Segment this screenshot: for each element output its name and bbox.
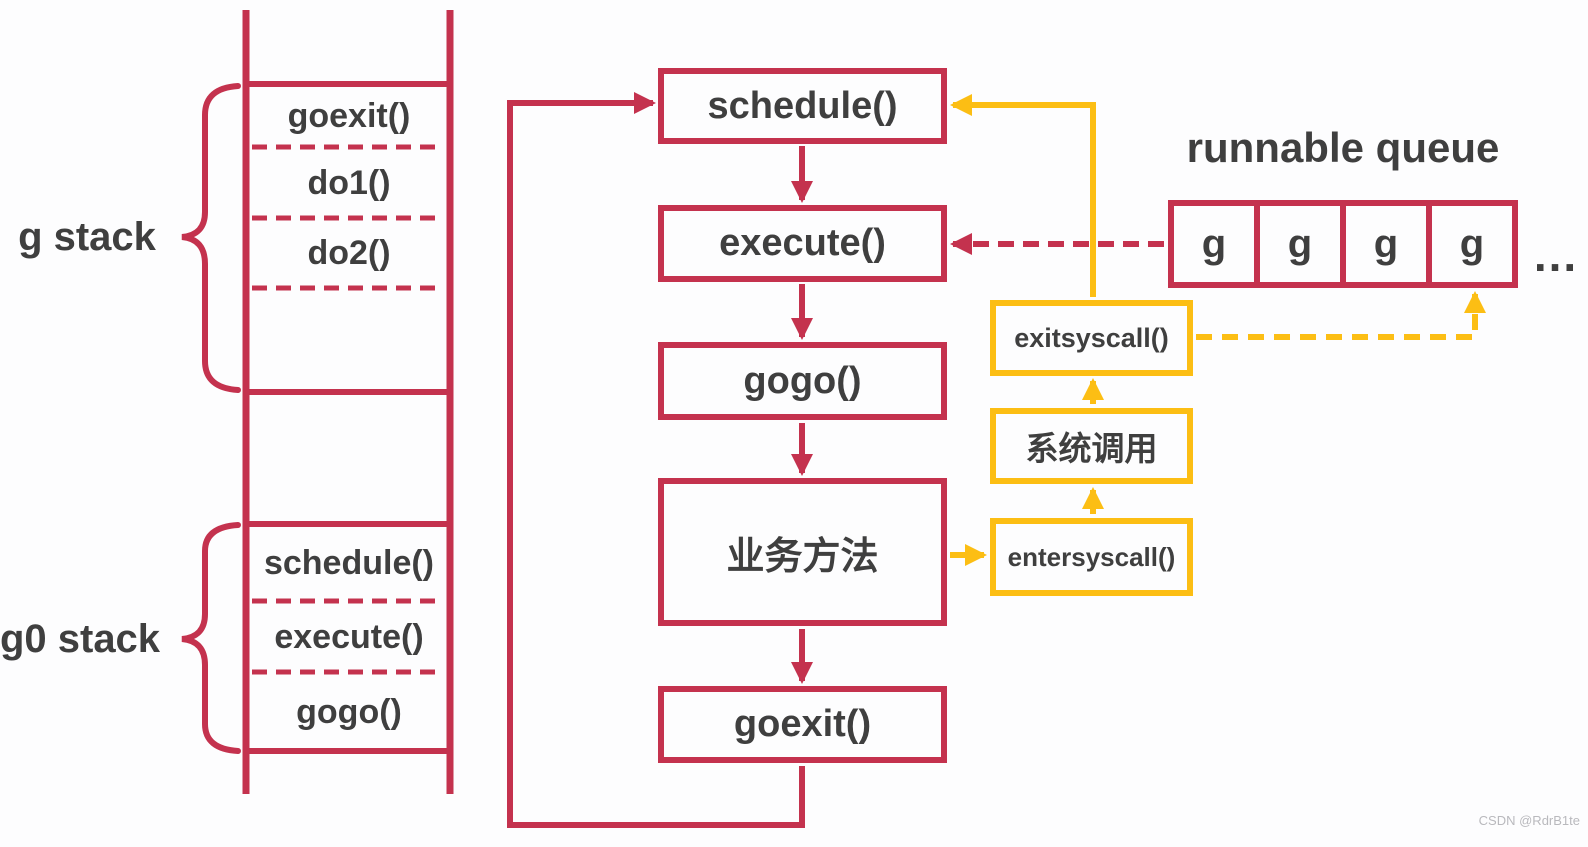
- watermark: CSDN @RdrB1te: [1478, 813, 1580, 828]
- arrow-exitsyscall-to-queue-dashed: [1196, 291, 1486, 340]
- g-stack-brace: [181, 83, 241, 393]
- queue-ellipsis: ...: [1533, 229, 1579, 281]
- runnable-queue-title: runnable queue: [1186, 124, 1500, 171]
- queue-cell-g: g: [1174, 206, 1254, 282]
- exitsyscall-box: exitsyscall(): [990, 300, 1193, 376]
- execute-box: execute(): [658, 205, 947, 282]
- g-stack-frame-do1: do1(): [307, 163, 391, 202]
- queue-cell-g: g: [1432, 206, 1512, 282]
- entersyscall-box: entersyscall(): [990, 518, 1193, 596]
- g0-stack-brace: [181, 522, 241, 754]
- queue-cell-g: g: [1346, 206, 1426, 282]
- g0-stack-label: g0 stack: [0, 616, 161, 661]
- system-call-box: 系统调用: [990, 408, 1193, 484]
- schedule-box: schedule(): [658, 68, 947, 144]
- arrow-exitsyscall-to-schedule: [950, 94, 1096, 297]
- business-method-box: 业务方法: [658, 478, 947, 626]
- g0-stack-frame-schedule: schedule(): [263, 543, 435, 582]
- arrow-goexit-loop-to-schedule: [507, 92, 805, 828]
- gogo-box: gogo(): [658, 342, 947, 420]
- g0-stack-frame-execute: execute(): [274, 617, 424, 656]
- g-stack-frame-do2: do2(): [307, 233, 391, 272]
- g-stack-label: g stack: [18, 214, 156, 259]
- runnable-queue: g g g g: [1168, 200, 1518, 288]
- g-stack-frame-goexit: goexit(): [287, 96, 411, 135]
- queue-cell-g: g: [1260, 206, 1340, 282]
- g0-stack-frame-gogo: gogo(): [296, 692, 402, 731]
- goexit-box: goexit(): [658, 686, 947, 763]
